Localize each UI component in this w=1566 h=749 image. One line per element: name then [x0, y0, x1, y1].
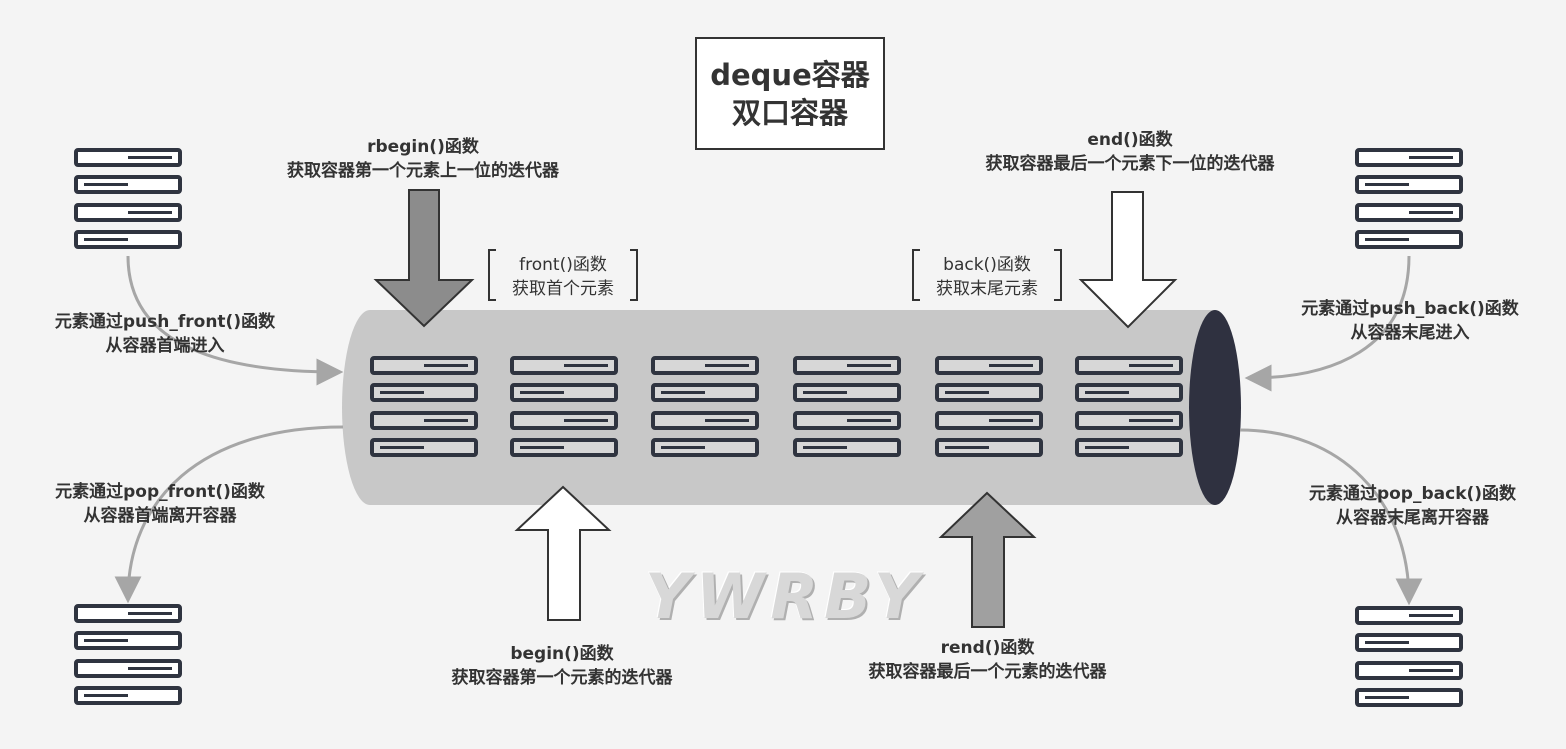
begin-desc: 获取容器第一个元素的迭代器 [451, 668, 673, 688]
element-stack-pop-back [1355, 606, 1463, 707]
watermark: YWRBY [645, 560, 925, 633]
push-front-label: 元素通过push_front()函数 从容器首端进入 [25, 310, 305, 358]
front-name: front()函数 [519, 255, 607, 275]
front-desc: 获取首个元素 [512, 279, 614, 299]
pop-back-curve [1239, 428, 1423, 606]
pop-front-line1: 元素通过pop_front()函数 [55, 482, 265, 502]
push-front-line1: 元素通过push_front()函数 [54, 312, 276, 332]
rend-label: rend()函数 获取容器最后一个元素的迭代器 [830, 636, 1145, 684]
rbegin-name: rbegin()函数 [367, 137, 479, 157]
end-label: end()函数 获取容器最后一个元素下一位的迭代器 [945, 128, 1315, 176]
back-desc: 获取末尾元素 [936, 279, 1038, 299]
end-arrow [1078, 191, 1178, 329]
rbegin-desc: 获取容器第一个元素上一位的迭代器 [287, 161, 559, 181]
deque-tube-end [1189, 310, 1241, 505]
title-box: deque容器 双口容器 [695, 37, 885, 150]
front-label: front()函数 获取首个元素 [496, 253, 630, 301]
rend-desc: 获取容器最后一个元素的迭代器 [868, 662, 1107, 682]
deque-tube [342, 310, 1215, 505]
pop-front-curve [114, 425, 344, 604]
pop-back-line2: 从容器末尾离开容器 [1336, 508, 1489, 528]
pop-back-label: 元素通过pop_back()函数 从容器末尾离开容器 [1280, 482, 1545, 530]
rbegin-label: rbegin()函数 获取容器第一个元素上一位的迭代器 [248, 135, 598, 183]
push-front-curve [126, 255, 344, 386]
title-line1: deque容器 [710, 57, 870, 92]
push-back-curve [1244, 255, 1411, 392]
end-name: end()函数 [1087, 130, 1173, 150]
element-stack-push-front [74, 148, 182, 249]
title-line2: 双口容器 [731, 95, 848, 130]
front-brace-left [488, 249, 496, 301]
push-back-line2: 从容器末尾进入 [1350, 323, 1470, 343]
pop-back-line1: 元素通过pop_back()函数 [1308, 484, 1517, 504]
begin-label: begin()函数 获取容器第一个元素的迭代器 [412, 642, 712, 690]
end-desc: 获取容器最后一个元素下一位的迭代器 [985, 154, 1275, 174]
push-front-line2: 从容器首端进入 [105, 336, 225, 356]
back-name: back()函数 [943, 255, 1031, 275]
rend-arrow [938, 491, 1037, 628]
push-back-line1: 元素通过push_back()函数 [1301, 299, 1519, 319]
begin-arrow [514, 485, 612, 621]
element-stack-push-back [1355, 148, 1463, 249]
push-back-label: 元素通过push_back()函数 从容器末尾进入 [1270, 297, 1550, 345]
back-brace-left [912, 249, 920, 301]
front-brace-right [630, 249, 638, 301]
back-brace-right [1054, 249, 1062, 301]
begin-name: begin()函数 [510, 644, 614, 664]
rbegin-arrow [373, 189, 475, 328]
element-stack-pop-front [74, 604, 182, 705]
pop-front-label: 元素通过pop_front()函数 从容器首端离开容器 [25, 480, 295, 528]
pop-front-line2: 从容器首端离开容器 [83, 506, 237, 526]
rend-name: rend()函数 [940, 638, 1035, 658]
back-label: back()函数 获取末尾元素 [920, 253, 1054, 301]
